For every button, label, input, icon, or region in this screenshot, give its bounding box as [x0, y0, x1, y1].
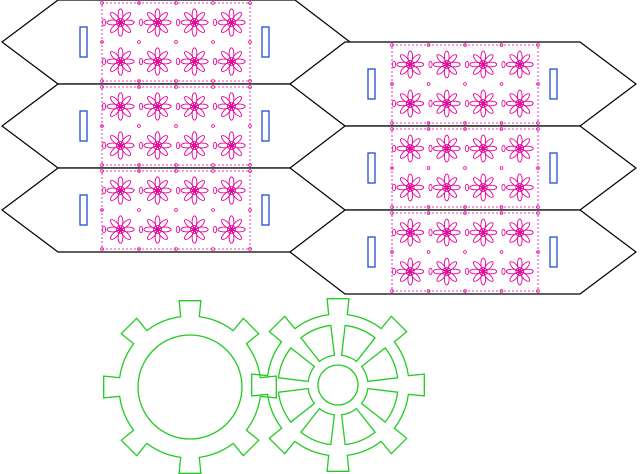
gear-hub — [317, 364, 359, 406]
floral-pattern — [100, 85, 252, 167]
box-panel — [289, 41, 637, 127]
box-panel — [289, 125, 637, 211]
gear-window — [360, 347, 399, 383]
slot-right — [549, 152, 558, 184]
panel-outline — [289, 125, 637, 211]
floral-pattern — [390, 211, 540, 293]
gear-window — [300, 407, 336, 446]
gear-spoked-outline — [251, 298, 425, 472]
slot-left — [367, 152, 376, 184]
box-panel — [1, 0, 351, 85]
slot-left — [367, 68, 376, 100]
floral-pattern — [390, 127, 540, 209]
floral-pattern — [100, 169, 252, 251]
floral-pattern — [100, 1, 252, 83]
slot-left — [79, 110, 88, 142]
slot-right — [549, 68, 558, 100]
slot-right — [261, 26, 270, 58]
gear-spoked — [251, 298, 425, 472]
panel-outline — [1, 0, 351, 85]
panel-outline — [289, 41, 637, 127]
panel-outline — [1, 167, 351, 253]
gear-window — [340, 407, 376, 446]
gear-ring-outline — [103, 300, 277, 474]
gear-ring-hole — [137, 334, 243, 440]
box-panel — [289, 209, 637, 295]
gear-window — [277, 347, 316, 383]
gear-window — [360, 387, 399, 423]
floral-pattern — [390, 43, 540, 125]
gear-window — [277, 387, 316, 423]
gear-window — [340, 324, 376, 363]
gear-ring — [103, 300, 277, 474]
slot-right — [261, 110, 270, 142]
slot-right — [549, 236, 558, 268]
panel-outline — [1, 83, 351, 169]
slot-left — [79, 26, 88, 58]
panels-layer — [1, 0, 637, 295]
box-panel — [1, 83, 351, 169]
panel-outline — [289, 209, 637, 295]
box-panel — [1, 167, 351, 253]
slot-right — [261, 194, 270, 226]
slot-left — [367, 236, 376, 268]
gear-window — [300, 324, 336, 363]
slot-left — [79, 194, 88, 226]
gears-layer — [103, 298, 425, 474]
